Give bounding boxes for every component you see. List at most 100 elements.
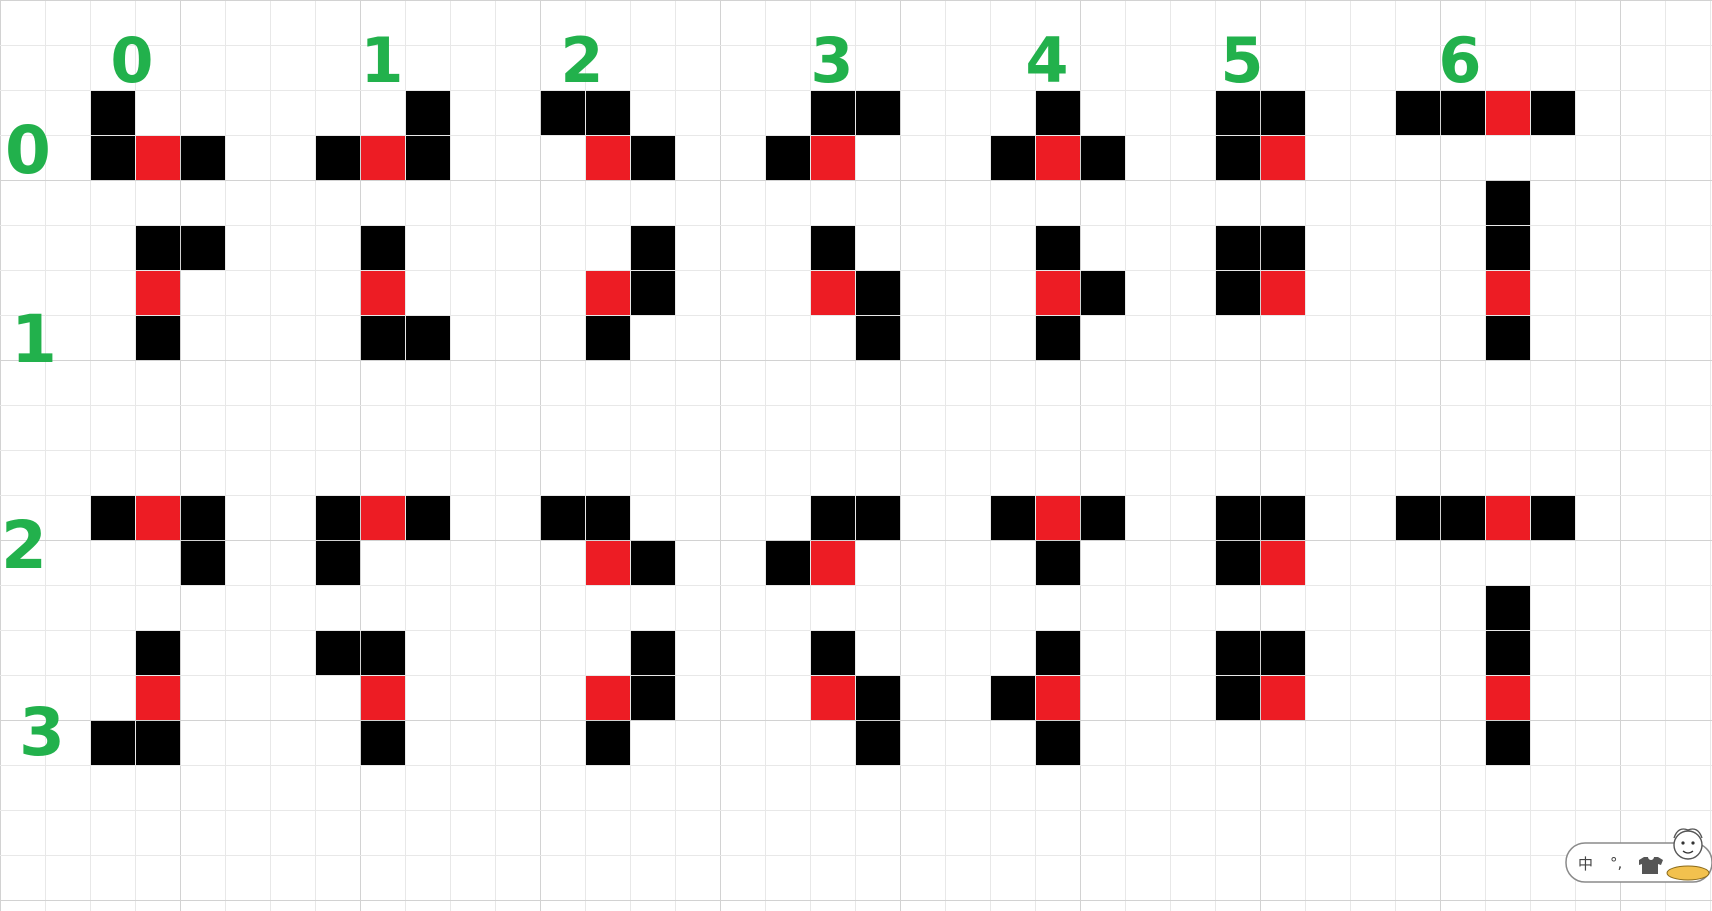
tetromino-piece bbox=[1486, 586, 1530, 765]
block-cell bbox=[406, 316, 450, 360]
block-cell bbox=[1486, 226, 1530, 270]
row-label: 3 bbox=[19, 694, 65, 771]
tetromino-piece bbox=[316, 496, 450, 585]
block-cell bbox=[1216, 631, 1260, 675]
block-cell bbox=[856, 676, 900, 720]
ime-punctuation-toggle[interactable]: °, bbox=[1610, 854, 1622, 872]
tetromino-piece bbox=[316, 631, 405, 765]
tetromino-piece bbox=[91, 496, 225, 585]
tetromino-piece bbox=[1216, 226, 1305, 315]
block-cell bbox=[361, 226, 405, 270]
block-cell bbox=[1261, 226, 1305, 270]
mascot-icon[interactable] bbox=[1666, 828, 1710, 881]
pivot-cell bbox=[136, 676, 180, 720]
block-cell bbox=[1261, 631, 1305, 675]
pivot-cell bbox=[136, 136, 180, 180]
block-cell bbox=[1216, 496, 1260, 540]
block-cell bbox=[766, 136, 810, 180]
pivot-cell bbox=[361, 271, 405, 315]
block-cell bbox=[1216, 541, 1260, 585]
block-cell bbox=[1216, 271, 1260, 315]
tetromino-piece bbox=[811, 226, 900, 360]
block-cell bbox=[991, 496, 1035, 540]
block-cell bbox=[1081, 271, 1125, 315]
block-cell bbox=[631, 541, 675, 585]
shirt-icon[interactable] bbox=[1639, 857, 1663, 874]
tetromino-piece bbox=[136, 226, 225, 360]
tetromino-piece bbox=[991, 496, 1125, 585]
tetromino-piece bbox=[361, 226, 450, 360]
pivot-cell bbox=[1261, 541, 1305, 585]
column-label: 5 bbox=[1220, 24, 1263, 97]
block-cell bbox=[586, 91, 630, 135]
pivot-cell bbox=[1261, 676, 1305, 720]
block-cell bbox=[1216, 676, 1260, 720]
tetromino-piece bbox=[1216, 496, 1305, 585]
block-cell bbox=[631, 631, 675, 675]
tetromino-piece bbox=[991, 631, 1080, 765]
tetromino-piece bbox=[991, 91, 1125, 180]
block-cell bbox=[1036, 226, 1080, 270]
pivot-cell bbox=[1486, 496, 1530, 540]
pivot-cell bbox=[1261, 271, 1305, 315]
block-cell bbox=[811, 226, 855, 270]
block-cell bbox=[1486, 586, 1530, 630]
block-cell bbox=[856, 91, 900, 135]
block-cell bbox=[631, 676, 675, 720]
block-cell bbox=[1261, 496, 1305, 540]
block-cell bbox=[811, 91, 855, 135]
block-cell bbox=[316, 496, 360, 540]
block-cell bbox=[1531, 496, 1575, 540]
pivot-cell bbox=[1486, 676, 1530, 720]
pivot-cell bbox=[136, 496, 180, 540]
block-cell bbox=[1486, 181, 1530, 225]
block-cell bbox=[1261, 91, 1305, 135]
tetromino-pieces bbox=[91, 91, 1575, 765]
ime-language-toggle[interactable]: 中 bbox=[1578, 855, 1593, 873]
block-cell bbox=[1036, 316, 1080, 360]
block-cell bbox=[1486, 316, 1530, 360]
column-label: 2 bbox=[560, 24, 603, 97]
block-cell bbox=[811, 631, 855, 675]
block-cell bbox=[856, 496, 900, 540]
pivot-cell bbox=[1486, 271, 1530, 315]
block-cell bbox=[991, 676, 1035, 720]
pivot-cell bbox=[586, 271, 630, 315]
block-cell bbox=[1396, 496, 1440, 540]
block-cell bbox=[316, 631, 360, 675]
block-cell bbox=[1081, 136, 1125, 180]
pivot-cell bbox=[1036, 271, 1080, 315]
block-cell bbox=[766, 541, 810, 585]
block-cell bbox=[856, 721, 900, 765]
pivot-cell bbox=[586, 136, 630, 180]
pivot-cell bbox=[361, 676, 405, 720]
tetromino-piece bbox=[1396, 496, 1575, 540]
tetromino-piece bbox=[766, 496, 900, 585]
block-cell bbox=[361, 316, 405, 360]
block-cell bbox=[811, 496, 855, 540]
pivot-cell bbox=[811, 136, 855, 180]
block-cell bbox=[541, 496, 585, 540]
pivot-cell bbox=[1036, 496, 1080, 540]
pivot-cell bbox=[811, 676, 855, 720]
pivot-cell bbox=[811, 541, 855, 585]
tetromino-piece bbox=[1216, 91, 1305, 180]
block-cell bbox=[1036, 91, 1080, 135]
row-label: 1 bbox=[11, 301, 57, 378]
column-label: 6 bbox=[1438, 24, 1481, 97]
block-cell bbox=[316, 541, 360, 585]
tetromino-piece bbox=[541, 91, 675, 180]
tetromino-piece bbox=[91, 91, 225, 180]
block-cell bbox=[136, 631, 180, 675]
block-cell bbox=[316, 136, 360, 180]
tetromino-piece bbox=[541, 496, 675, 585]
block-cell bbox=[91, 136, 135, 180]
tetromino-piece bbox=[766, 91, 900, 180]
block-cell bbox=[1216, 226, 1260, 270]
ime-toolbar[interactable]: 中 °, bbox=[1565, 828, 1712, 883]
block-cell bbox=[1036, 541, 1080, 585]
tetromino-piece bbox=[1036, 226, 1125, 360]
pivot-cell bbox=[136, 271, 180, 315]
